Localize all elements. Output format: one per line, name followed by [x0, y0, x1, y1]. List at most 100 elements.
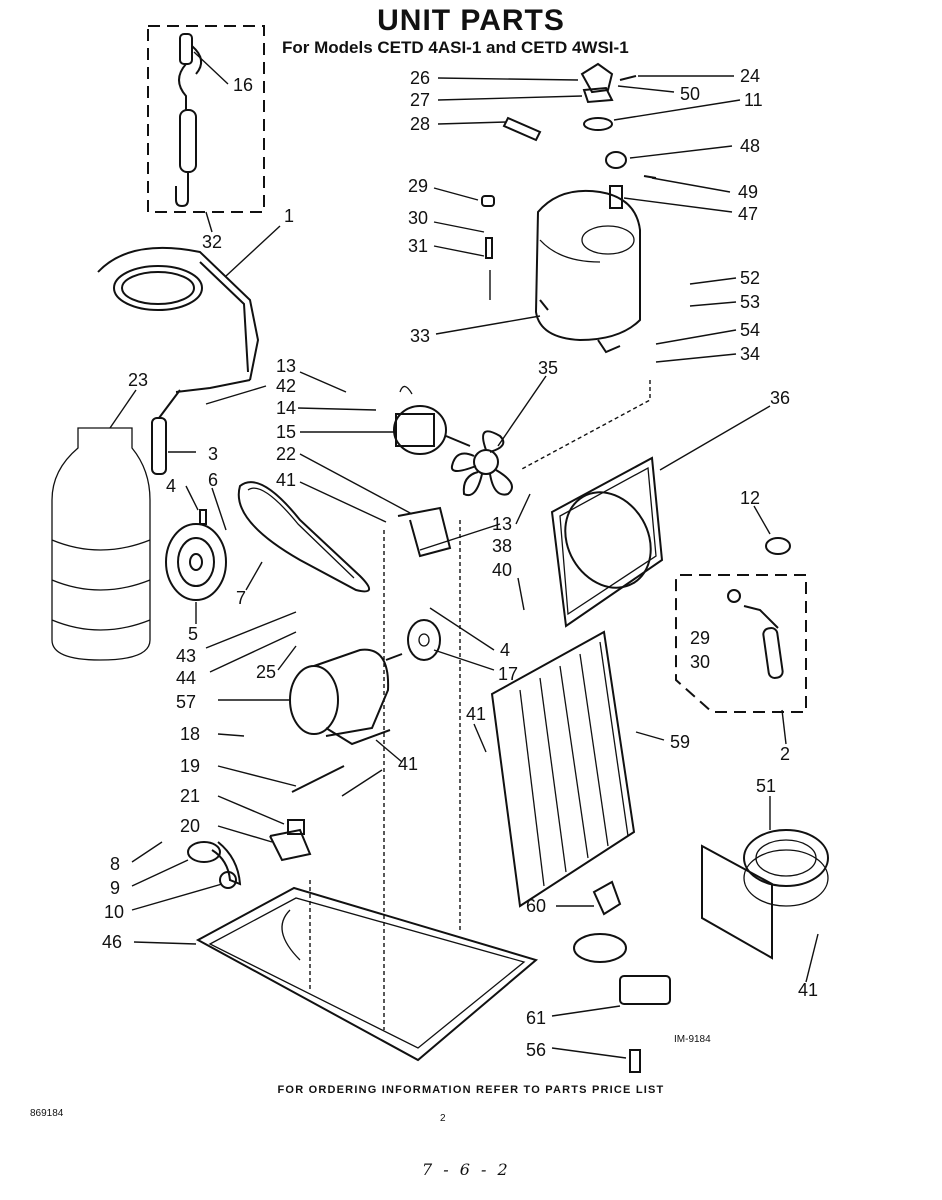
callout-15: 15 — [276, 422, 296, 442]
drain-fitting — [187, 841, 242, 889]
callout-56: 59 — [670, 732, 690, 752]
callout-7: 7 — [236, 588, 246, 608]
callout-34: 34 — [740, 344, 760, 364]
callout-31: 31 — [408, 236, 428, 256]
assembly-guide-lines — [309, 380, 651, 1030]
callout-41-c: 41 — [466, 704, 486, 724]
terminal-boot — [502, 116, 542, 142]
callout-12: 12 — [740, 488, 760, 508]
illustration-ref: IM-9184 — [674, 1034, 711, 1045]
callout-24: 24 — [740, 66, 760, 86]
callout-32: 32 — [202, 232, 222, 252]
access-valve — [481, 195, 495, 300]
callout-27: 27 — [410, 90, 430, 110]
sheet-mark: 7 - 6 - 2 — [422, 1160, 511, 1179]
callout-3: 3 — [208, 444, 218, 464]
terminal-cover — [580, 62, 637, 131]
callout-22: 22 — [276, 444, 296, 464]
page-title: UNIT PARTS — [377, 4, 565, 37]
callout-18: 18 — [180, 724, 200, 744]
callout-41: 41 — [276, 470, 296, 490]
pulley — [165, 509, 227, 601]
callout-42: 42 — [276, 376, 296, 396]
callout-30: 30 — [408, 208, 428, 228]
callout-61: 61 — [526, 1008, 546, 1028]
callout-5: 5 — [188, 624, 198, 644]
ordering-footer: FOR ORDERING INFORMATION REFER TO PARTS … — [277, 1084, 665, 1096]
drive-motor — [289, 648, 403, 746]
shaft-and-bearing — [269, 765, 345, 862]
callout-17: 17 — [498, 664, 518, 684]
water-valve — [573, 880, 671, 1073]
callout-23: 23 — [128, 370, 148, 390]
motor-pulley — [407, 619, 441, 661]
callout-28: 28 — [410, 114, 430, 134]
callout-60: 60 — [526, 896, 546, 916]
callout-13-b: 13 — [492, 514, 512, 534]
callout-59: 56 — [526, 1040, 546, 1060]
fan-shroud — [550, 456, 664, 628]
motor-bracket — [397, 506, 452, 558]
fan-blade — [450, 430, 513, 496]
inset-box-2 — [675, 574, 807, 713]
page-number: 2 — [440, 1113, 446, 1124]
callout-8: 8 — [110, 854, 120, 874]
callout-29-b: 29 — [690, 628, 710, 648]
fan-motor — [393, 385, 471, 455]
condenser-tube-coil — [701, 829, 829, 960]
leader-lines — [109, 51, 819, 1059]
callout-13: 13 — [276, 356, 296, 376]
thermostat-bulb — [151, 389, 181, 475]
callout-33: 33 — [410, 326, 430, 346]
callout-14: 14 — [276, 398, 296, 418]
base-pan — [195, 886, 539, 1062]
callout-51: 51 — [756, 776, 776, 796]
callout-44: 44 — [176, 668, 196, 688]
callout-48: 48 — [740, 136, 760, 156]
callout-53: 53 — [740, 292, 760, 312]
callout-41-d: 41 — [798, 980, 818, 1000]
page-subtitle: For Models CETD 4ASI-1 and CETD 4WSI-1 — [282, 38, 629, 57]
callout-36: 36 — [770, 388, 790, 408]
callout-1: 1 — [284, 206, 294, 226]
callout-49: 49 — [738, 182, 758, 202]
callout-57: 57 — [176, 692, 196, 712]
callout-47: 47 — [738, 204, 758, 224]
compressor — [534, 189, 641, 354]
callout-4: 4 — [166, 476, 176, 496]
callout-16: 16 — [233, 75, 253, 95]
callout-40: 40 — [492, 560, 512, 580]
callout-2: 2 — [780, 744, 790, 764]
callout-26: 26 — [410, 68, 430, 88]
inset-box-32 — [147, 25, 265, 213]
callout-52: 52 — [740, 268, 760, 288]
document-number: 869184 — [30, 1108, 64, 1119]
callout-43: 43 — [176, 646, 196, 666]
callout-10: 10 — [104, 902, 124, 922]
capillary-tube — [97, 246, 260, 393]
callout-4-b: 4 — [500, 640, 510, 660]
callout-11: 11 — [744, 90, 763, 110]
callout-25: 25 — [256, 662, 276, 682]
callout-21: 21 — [180, 786, 200, 806]
clamp — [765, 537, 791, 555]
callout-35: 35 — [538, 358, 558, 378]
callout-30-b: 30 — [690, 652, 710, 672]
overload-protector — [605, 151, 657, 209]
callout-50: 50 — [680, 84, 700, 104]
strainer-assembly — [175, 33, 203, 208]
callout-19: 19 — [180, 756, 200, 776]
callout-41-b: 41 — [398, 754, 418, 774]
callout-38: 38 — [492, 536, 512, 556]
insulation-wrap — [51, 427, 151, 661]
callout-6: 6 — [208, 470, 218, 490]
callout-29: 29 — [408, 176, 428, 196]
callout-numbers: 16 32 1 26 27 28 24 50 11 48 49 47 29 30… — [102, 66, 818, 1060]
callout-54: 54 — [740, 320, 760, 340]
condenser-coil — [490, 630, 636, 908]
callout-20: 20 — [180, 816, 200, 836]
drive-belt — [237, 481, 370, 593]
drier — [727, 589, 784, 679]
callout-9: 9 — [110, 878, 120, 898]
